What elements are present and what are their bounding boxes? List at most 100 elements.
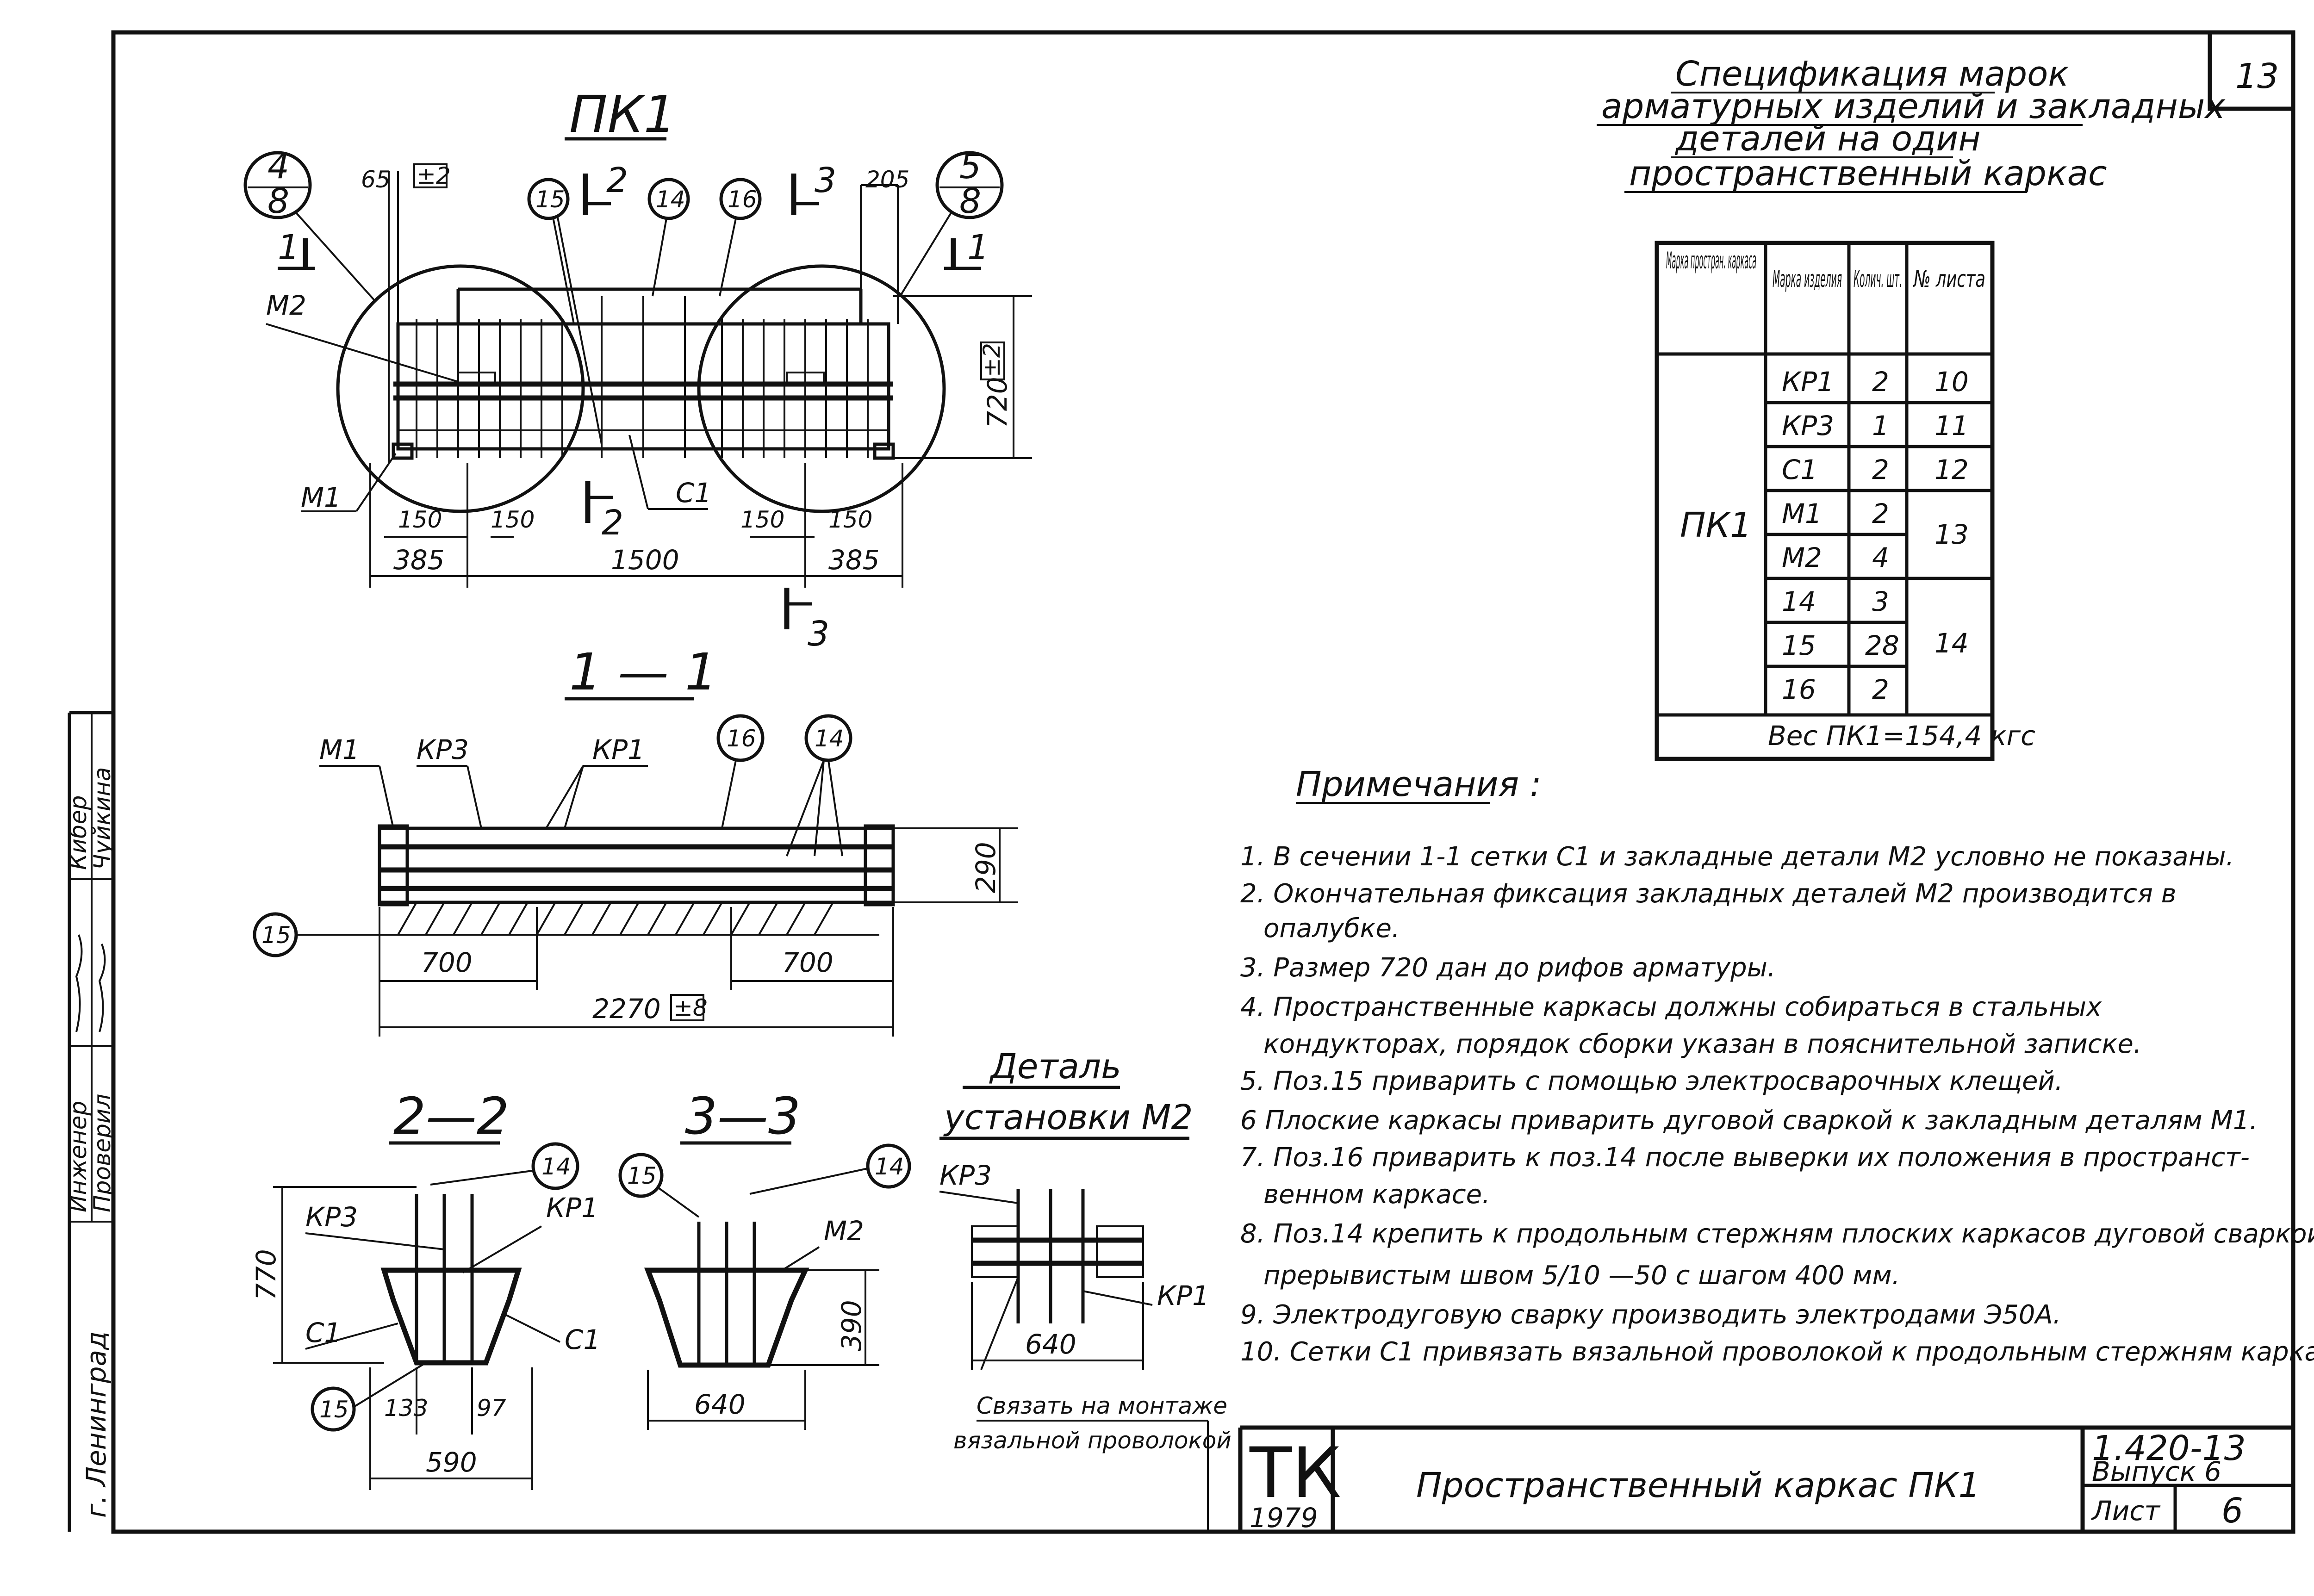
section22-dim-133: 133 <box>384 1395 428 1422</box>
stamp-issue: Выпуск 6 <box>2092 1456 2221 1487</box>
note-8-cont: прерывистым швом 5/10 —50 с шагом 400 мм… <box>1263 1261 1900 1291</box>
svg-text:14: 14 <box>656 186 685 213</box>
detail-m2: Деталь установки М2 КР3 КР1 640 Связать … <box>939 1047 1232 1532</box>
spec-qty-1: 2 <box>1872 366 1889 397</box>
section33-dim-640: 640 <box>694 1389 746 1420</box>
plan-dim-150-a: 150 <box>398 506 442 533</box>
note-3: 3. Размер 720 дан до рифов арматуры. <box>1240 953 1776 983</box>
plan-m2-right <box>786 372 825 385</box>
plan-sec-1-left: 1 <box>278 228 299 267</box>
svg-text:14: 14 <box>875 1153 904 1180</box>
detail-note-2: вязальной проволокой <box>953 1427 1232 1454</box>
side-stamp: г. Ленинград Инженер Проверил Кибер Чуйк… <box>65 711 116 1532</box>
spec-qty-7: 28 <box>1865 630 1899 661</box>
detail-label-kp3: КР3 <box>939 1160 992 1191</box>
spec-title: Спецификация марок арматурных изделий и … <box>1597 54 2226 193</box>
plan-label-c1: С1 <box>676 477 711 509</box>
spec-item-3: С1 <box>1782 454 1817 485</box>
plan-label-m2: М2 <box>266 290 306 321</box>
section11-label-m1: М1 <box>319 734 360 765</box>
stamp-code: 1.420-13 <box>2092 1428 2246 1468</box>
plan-label-m1: М1 <box>301 482 341 513</box>
plan-m1-right <box>873 442 895 460</box>
note-1: 1. В сечении 1-1 сетки С1 и закладные де… <box>1240 842 2234 872</box>
svg-text:8: 8 <box>959 181 981 221</box>
svg-text:5: 5 <box>959 147 981 186</box>
spec-sheet-2: 11 <box>1935 410 1969 441</box>
plan-dimensions: 65 ±2 205 720 ±2 150 150 150 150 3 <box>361 162 1032 588</box>
note-5: 5. Поз.15 приварить с помощью электросва… <box>1240 1066 2063 1096</box>
section22-dim-770: 770 <box>250 1249 282 1300</box>
spec-qty-6: 3 <box>1872 586 1889 617</box>
sheet-number: 13 <box>2235 56 2279 96</box>
plan-sec-2-bottom: 2 <box>602 503 623 543</box>
stamp-sheet-label: Лист <box>2091 1495 2161 1527</box>
spec-header-frame: Марка простран. каркаса <box>1666 247 1756 274</box>
section11-label-kp1: КР1 <box>592 734 645 765</box>
side-name-2: Чуйкина <box>89 767 116 870</box>
spec-frame-mark: ПК1 <box>1680 505 1752 545</box>
svg-text:16: 16 <box>727 725 756 752</box>
plan-dim-150-d: 150 <box>828 506 872 533</box>
spec-header-qty: Колич. шт. <box>1854 266 1902 292</box>
section11-dim-700-left: 700 <box>421 947 473 978</box>
detail-title-1: Деталь <box>989 1047 1121 1087</box>
section22-shape <box>380 1267 522 1366</box>
plan-detail-circle-right <box>697 264 946 513</box>
section22-title: 2—2 <box>393 1087 509 1146</box>
spec-header-sheet: № листа <box>1913 266 1985 292</box>
plan-sec-1-right: 1 <box>967 228 989 267</box>
plan-dim-205: 205 <box>865 166 909 193</box>
spec-qty-2: 1 <box>1872 410 1889 441</box>
section11-dim-700-right: 700 <box>782 947 834 978</box>
section11-dim-2270: 2270 <box>592 993 661 1025</box>
section11-ties <box>397 902 834 935</box>
plan-dim-720: 720 <box>982 377 1013 428</box>
spec-item-7: 15 <box>1782 630 1816 661</box>
svg-text:15: 15 <box>535 186 565 213</box>
section22-dim-97: 97 <box>477 1395 506 1422</box>
side-name-1: Кибер <box>65 795 92 870</box>
section-1-1: 1 — 1 М1 КР3 <box>253 642 1018 1037</box>
plan-dim-385-right: 385 <box>828 544 880 576</box>
notes-title: Примечания : <box>1296 764 1542 804</box>
section11-m1-right <box>864 824 895 907</box>
spec-qty-3: 2 <box>1872 454 1889 485</box>
svg-text:14: 14 <box>815 725 844 752</box>
svg-text:16: 16 <box>728 186 757 213</box>
side-city: г. Ленинград <box>81 1331 112 1518</box>
spec-sheet-1: 10 <box>1935 366 1969 397</box>
detail-plate-left <box>971 1225 1019 1278</box>
plan-pos-16: 16 <box>719 178 762 297</box>
spec-header-item: Марка изделия <box>1773 266 1842 292</box>
detail-title-2: установки М2 <box>943 1098 1193 1137</box>
side-role-checked: Проверил <box>89 1094 116 1212</box>
section22-dim-590: 590 <box>426 1447 477 1478</box>
signature-1 <box>75 934 83 1032</box>
spec-qty-4: 2 <box>1872 498 1889 529</box>
section22-pos-14 <box>531 1142 579 1190</box>
spec-item-4: М1 <box>1782 498 1822 529</box>
spec-sheet-4: 13 <box>1935 519 1969 550</box>
spec-title-line-2: арматурных изделий и закладных <box>1601 87 2226 126</box>
spec-sheet-3: 12 <box>1935 454 1969 485</box>
note-4-cont: кондукторах, порядок сборки указан в поя… <box>1263 1029 2142 1059</box>
note-7-cont: венном каркасе. <box>1263 1180 1490 1210</box>
side-role-engineer: Инженер <box>65 1101 92 1212</box>
detail-dim-640: 640 <box>1025 1329 1076 1360</box>
section11-dim-290: 290 <box>970 842 1001 893</box>
detail-label-kp1: КР1 <box>1157 1280 1209 1311</box>
spec-qty-8: 2 <box>1872 674 1889 705</box>
section-2-2: 2—2 14 КР3 КР1 С1 С1 15 770 133 97 590 <box>250 1087 600 1490</box>
plan-m2-left <box>457 372 496 385</box>
plan-dim-1500: 1500 <box>611 544 679 576</box>
note-10: 10. Сетки С1 привязать вязальной проволо… <box>1240 1337 2314 1367</box>
svg-text:14: 14 <box>541 1153 571 1180</box>
plan-title: ПК1 <box>569 85 676 144</box>
note-9: 9. Электродуговую сварку производить эле… <box>1240 1300 2061 1330</box>
spec-item-6: 14 <box>1782 586 1816 617</box>
section11-title: 1 — 1 <box>569 642 717 702</box>
plan-pos-14: 14 <box>647 178 690 297</box>
section33-title: 3—3 <box>685 1087 801 1146</box>
